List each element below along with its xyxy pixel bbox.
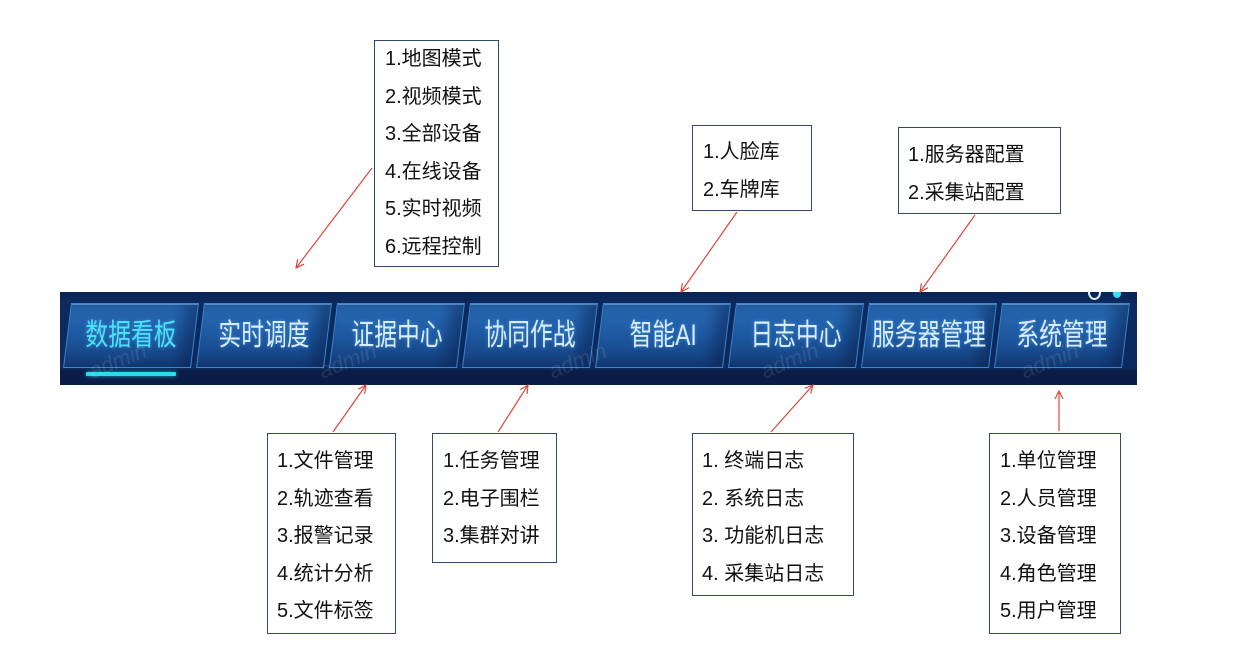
nav-tabs: 数据看板 实时调度 证据中心 协同作战 智能AI 日志中心 服务器管理 系统管理: [67, 303, 1126, 368]
arrow-log-center: [770, 385, 813, 433]
arrow-smart-ai: [681, 211, 738, 292]
submenu-item: 1.地图模式: [385, 48, 482, 70]
tab-label: 证据中心: [351, 318, 443, 352]
submenu-list: 1.文件管理 2.轨迹查看 3.报警记录 4.统计分析 5.文件标签: [277, 443, 395, 631]
top-nav-bar: 数据看板 实时调度 证据中心 协同作战 智能AI 日志中心 服务器管理 系统管理: [60, 292, 1137, 385]
submenu-item: 1. 终端日志: [702, 450, 805, 472]
ring-icon[interactable]: [1088, 292, 1101, 300]
submenu-list: 1.单位管理 2.人员管理 3.设备管理 4.角色管理 5.用户管理: [1000, 443, 1120, 631]
submenu-list: 1. 终端日志 2. 系统日志 3. 功能机日志 4. 采集站日志: [702, 443, 853, 593]
submenu-item: 3.全部设备: [385, 123, 482, 145]
tab-label: 数据看板: [85, 318, 177, 352]
tab-smart-ai[interactable]: 智能AI: [599, 303, 727, 368]
active-tab-indicator: [86, 372, 176, 376]
submenu-item: 2.车牌库: [703, 178, 780, 201]
submenu-item: 2.采集站配置: [908, 181, 1025, 204]
submenu-item: 3.设备管理: [1000, 525, 1097, 547]
tab-label: 日志中心: [750, 318, 842, 352]
submenu-item: 1.人脸库: [703, 141, 780, 163]
tab-system-management[interactable]: 系统管理: [998, 303, 1126, 368]
submenu-item: 4.统计分析: [277, 562, 374, 585]
tab-label: 服务器管理: [872, 318, 986, 352]
submenu-item: 5.用户管理: [1000, 600, 1097, 622]
tab-label: 实时调度: [218, 318, 310, 352]
tab-server-management[interactable]: 服务器管理: [865, 303, 993, 368]
submenu-list: 1.人脸库 2.车牌库: [703, 134, 811, 209]
submenu-box-system-management: 1.单位管理 2.人员管理 3.设备管理 4.角色管理 5.用户管理: [989, 433, 1121, 634]
submenu-box-dashboard: 1.地图模式 2.视频模式 3.全部设备 4.在线设备 5.实时视频 6.远程控…: [374, 40, 499, 267]
submenu-item: 2.视频模式: [385, 85, 482, 108]
tab-label: 协同作战: [484, 318, 576, 352]
submenu-box-server-management: 1.服务器配置 2.采集站配置: [898, 127, 1061, 214]
submenu-item: 4. 采集站日志: [702, 562, 825, 585]
tab-realtime-dispatch[interactable]: 实时调度: [200, 303, 328, 368]
tab-collaborative-ops[interactable]: 协同作战: [466, 303, 594, 368]
submenu-list: 1.任务管理 2.电子围栏 3.集群对讲: [443, 443, 556, 556]
submenu-box-collaborative-ops: 1.任务管理 2.电子围栏 3.集群对讲: [432, 433, 557, 563]
submenu-list: 1.服务器配置 2.采集站配置: [908, 137, 1060, 212]
submenu-item: 1.单位管理: [1000, 450, 1097, 472]
arrow-server-management: [920, 214, 976, 292]
tab-label: 智能AI: [629, 318, 697, 352]
submenu-item: 2.电子围栏: [443, 487, 540, 510]
submenu-item: 1.文件管理: [277, 450, 374, 472]
submenu-box-smart-ai: 1.人脸库 2.车牌库: [692, 125, 812, 211]
tab-dashboard[interactable]: 数据看板: [67, 303, 195, 368]
submenu-item: 5.实时视频: [385, 198, 482, 220]
submenu-item: 3.报警记录: [277, 525, 374, 547]
submenu-item: 6.远程控制: [385, 235, 482, 258]
submenu-item: 1.任务管理: [443, 450, 540, 472]
submenu-box-evidence-center: 1.文件管理 2.轨迹查看 3.报警记录 4.统计分析 5.文件标签: [267, 433, 396, 634]
tab-log-center[interactable]: 日志中心: [732, 303, 860, 368]
submenu-item: 3.集群对讲: [443, 525, 540, 547]
submenu-item: 2.轨迹查看: [277, 487, 374, 510]
arrow-collaborative-ops: [497, 385, 528, 433]
submenu-box-log-center: 1. 终端日志 2. 系统日志 3. 功能机日志 4. 采集站日志: [692, 433, 854, 596]
arrow-dashboard: [296, 167, 373, 268]
submenu-item: 4.角色管理: [1000, 562, 1097, 585]
submenu-list: 1.地图模式 2.视频模式 3.全部设备 4.在线设备 5.实时视频 6.远程控…: [385, 41, 498, 266]
submenu-item: 3. 功能机日志: [702, 525, 825, 547]
submenu-item: 2.人员管理: [1000, 487, 1097, 510]
arrow-evidence-center: [332, 385, 366, 433]
submenu-item: 5.文件标签: [277, 600, 374, 622]
submenu-item: 1.服务器配置: [908, 144, 1025, 166]
tab-evidence-center[interactable]: 证据中心: [333, 303, 461, 368]
status-dot-icon[interactable]: [1113, 292, 1121, 298]
submenu-item: 4.在线设备: [385, 160, 482, 183]
submenu-item: 2. 系统日志: [702, 487, 805, 510]
tab-label: 系统管理: [1016, 318, 1108, 352]
